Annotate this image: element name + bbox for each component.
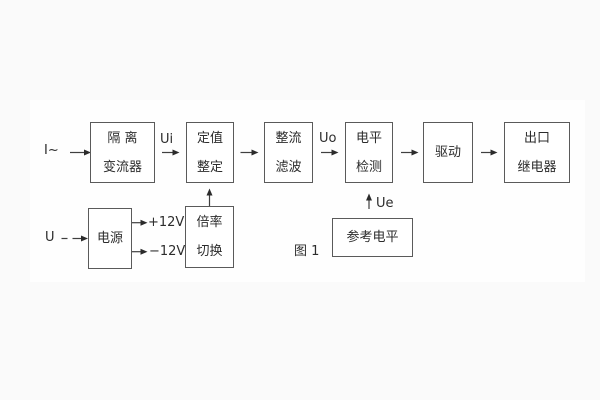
block-value-setting: 定值 整定 bbox=[186, 122, 234, 183]
block-level-detector: 电平 检测 bbox=[345, 122, 393, 183]
block-value-setting-line2: 整定 bbox=[196, 159, 223, 175]
block-ratio-switch-line1: 倍率 bbox=[196, 215, 223, 230]
block-ratio-switch: 倍率 切换 bbox=[185, 206, 234, 268]
arrowhead-reference-to-level bbox=[366, 193, 372, 201]
block-reference-level-line1: 参考电平 bbox=[346, 230, 399, 245]
label-current-input: I~ bbox=[44, 143, 59, 158]
arrowhead-level-to-driver bbox=[411, 149, 419, 156]
block-output-relay-line1: 出口 bbox=[523, 130, 550, 146]
block-reference-level: 参考电平 bbox=[332, 218, 413, 257]
arrowhead-rectifier-to-level bbox=[331, 149, 339, 156]
arrowhead-isolation-to-setting bbox=[172, 149, 180, 156]
block-isolation-transformer-line1: 隔 离 bbox=[107, 130, 138, 146]
block-driver-line1: 驱动 bbox=[434, 145, 461, 160]
block-power-supply: 电源 bbox=[88, 208, 132, 269]
arrowhead-ratio-to-setting bbox=[206, 188, 213, 196]
block-level-detector-line1: 电平 bbox=[355, 130, 382, 146]
block-driver: 驱动 bbox=[423, 122, 473, 183]
block-isolation-transformer-line2: 变流器 bbox=[102, 159, 142, 175]
block-ratio-switch-line2: 切换 bbox=[196, 244, 223, 259]
block-rectifier-filter-line2: 滤波 bbox=[275, 159, 302, 175]
label-signal-ui: Ui bbox=[160, 132, 174, 147]
arrowhead-driver-to-relay bbox=[490, 149, 498, 156]
label-signal-ue: Ue bbox=[376, 196, 394, 211]
arrowhead-setting-to-rectifier bbox=[251, 149, 259, 156]
label-plus-12v: +12V bbox=[148, 215, 185, 230]
arrowhead-power-minus12v bbox=[140, 248, 148, 255]
block-rectifier-filter-line1: 整流 bbox=[275, 130, 302, 146]
block-isolation-transformer: 隔 离 变流器 bbox=[90, 122, 155, 183]
block-output-relay: 出口 继电器 bbox=[504, 122, 570, 183]
figure-caption: 图 1 bbox=[294, 244, 320, 259]
block-level-detector-line2: 检测 bbox=[355, 159, 382, 175]
arrowhead-voltage-to-power bbox=[81, 235, 88, 242]
label-signal-uo: Uo bbox=[319, 131, 337, 146]
block-value-setting-line1: 定值 bbox=[196, 130, 223, 146]
arrowhead-current-to-isolation bbox=[84, 149, 91, 156]
label-voltage-input: U bbox=[45, 230, 55, 245]
block-rectifier-filter: 整流 滤波 bbox=[264, 122, 313, 183]
label-minus-12v: −12V bbox=[149, 244, 186, 259]
block-output-relay-line2: 继电器 bbox=[517, 159, 557, 175]
block-power-supply-line1: 电源 bbox=[96, 231, 123, 246]
arrowhead-power-plus12v bbox=[140, 219, 148, 226]
